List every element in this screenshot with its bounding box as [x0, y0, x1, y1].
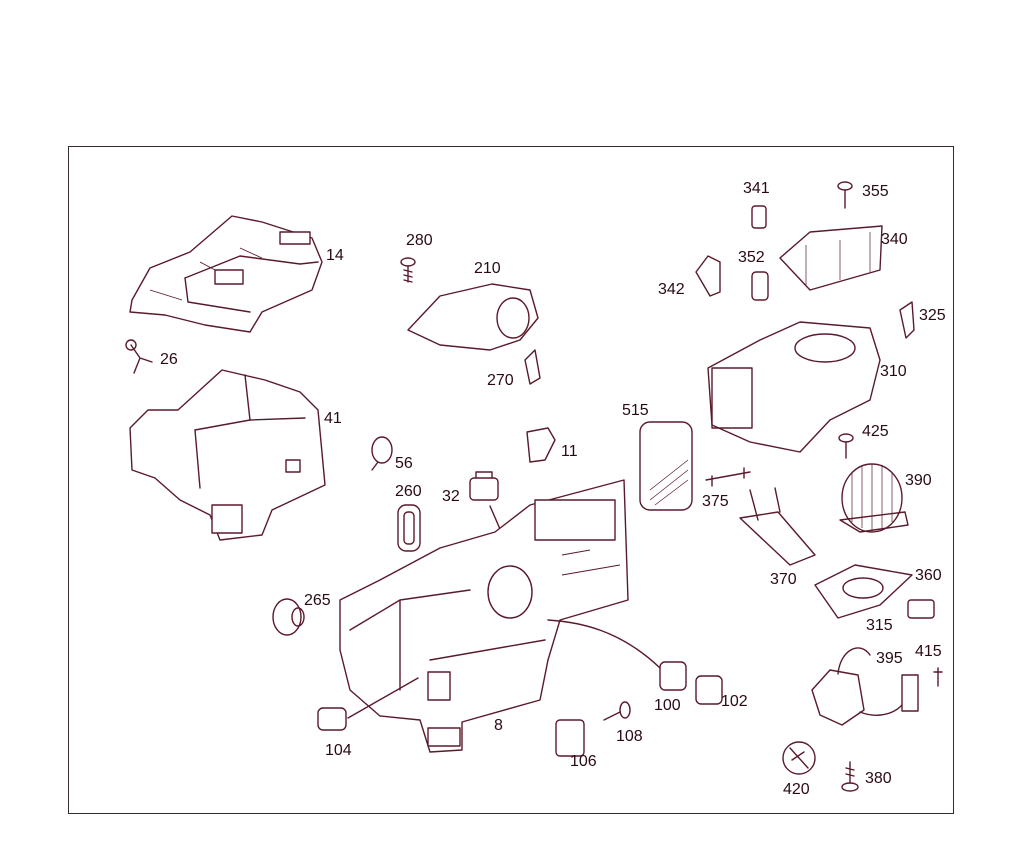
part-415-pin[interactable] [933, 667, 943, 687]
part-425-screw[interactable] [838, 433, 854, 459]
callout-210: 210 [474, 260, 501, 277]
part-210-air-duct[interactable] [407, 283, 539, 351]
callout-425: 425 [862, 423, 889, 440]
part-341-clip[interactable] [751, 205, 767, 229]
callout-14: 14 [326, 247, 344, 264]
part-14-upper-housing[interactable] [129, 215, 323, 333]
part-280-screw[interactable] [400, 257, 416, 283]
part-106-resistor[interactable] [555, 719, 585, 757]
callout-325: 325 [919, 307, 946, 324]
callout-41: 41 [324, 410, 342, 427]
callout-106: 106 [570, 753, 597, 770]
part-265-cap[interactable] [272, 598, 305, 636]
part-370-frame[interactable] [739, 487, 816, 566]
part-360-cover-plate[interactable] [814, 564, 913, 619]
callout-390: 390 [905, 472, 932, 489]
part-395-harness[interactable] [811, 647, 919, 726]
part-56-flap[interactable] [371, 436, 393, 471]
part-11-bracket[interactable] [526, 427, 556, 463]
callout-420: 420 [783, 781, 810, 798]
callout-415: 415 [915, 643, 942, 660]
callout-280: 280 [406, 232, 433, 249]
callout-515: 515 [622, 402, 649, 419]
part-342-lever[interactable] [695, 255, 721, 297]
callout-310: 310 [880, 363, 907, 380]
part-8-heater-box[interactable] [339, 479, 629, 753]
callout-340: 340 [881, 231, 908, 248]
part-100-actuator[interactable] [547, 619, 687, 691]
callout-380: 380 [865, 770, 892, 787]
part-270-clip[interactable] [524, 349, 541, 385]
callout-102: 102 [721, 693, 748, 710]
callout-270: 270 [487, 372, 514, 389]
callout-11: 11 [561, 443, 578, 460]
part-380-screw[interactable] [841, 761, 859, 792]
diagram-frame [68, 146, 954, 814]
callout-265: 265 [304, 592, 331, 609]
part-26-lever[interactable] [125, 339, 153, 374]
part-420-tool[interactable] [782, 741, 816, 775]
callout-26: 26 [160, 351, 178, 368]
callout-375: 375 [702, 493, 729, 510]
part-340-cover[interactable] [779, 225, 883, 291]
callout-104: 104 [325, 742, 352, 759]
part-310-blower-housing[interactable] [707, 321, 881, 453]
part-352-clip[interactable] [751, 271, 769, 301]
part-515-filter[interactable] [639, 421, 693, 511]
callout-315: 315 [866, 617, 893, 634]
part-355-screw[interactable] [837, 181, 853, 209]
part-390-blower-motor[interactable] [839, 463, 909, 533]
callout-56: 56 [395, 455, 413, 472]
part-260-seal[interactable] [397, 504, 421, 552]
callout-352: 352 [738, 249, 765, 266]
part-104-actuator[interactable] [317, 677, 419, 731]
callout-370: 370 [770, 571, 797, 588]
callout-108: 108 [616, 728, 643, 745]
part-375-bracket[interactable] [705, 467, 751, 487]
callout-342: 342 [658, 281, 685, 298]
callout-32: 32 [442, 488, 460, 505]
part-325-clip[interactable] [899, 301, 915, 339]
callout-395: 395 [876, 650, 903, 667]
callout-8: 8 [494, 717, 503, 734]
callout-360: 360 [915, 567, 942, 584]
callout-100: 100 [654, 697, 681, 714]
part-108-screw[interactable] [603, 701, 631, 721]
part-102-actuator[interactable] [695, 675, 723, 705]
callout-341: 341 [743, 180, 770, 197]
callout-355: 355 [862, 183, 889, 200]
callout-260: 260 [395, 483, 422, 500]
part-315-connector[interactable] [907, 599, 935, 619]
part-41-lower-housing[interactable] [129, 369, 326, 541]
